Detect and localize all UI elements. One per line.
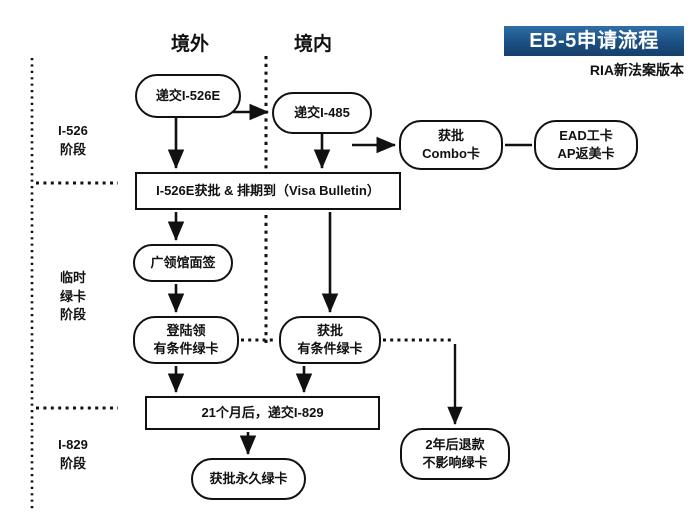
stage-label-temp-line1: 临时 bbox=[59, 269, 86, 285]
stage-label-i526-line1: I-526 bbox=[58, 123, 88, 139]
node-approved-cgc-line1: 获批 bbox=[316, 323, 343, 339]
node-approved-combo-card[interactable]: 获批 Combo卡 bbox=[399, 120, 503, 170]
stage-label-temp-line3: 阶段 bbox=[59, 307, 86, 323]
node-submit-i526e-line1: 递交I-526E bbox=[155, 88, 221, 104]
node-ead-ap-line1: EAD工卡 bbox=[559, 128, 613, 144]
node-land-cgc-line1: 登陆领 bbox=[166, 323, 206, 339]
stage-label-i526-line2: 阶段 bbox=[59, 142, 86, 157]
stage-label-temp-line2: 绿卡 bbox=[59, 288, 86, 304]
column-header-domestic: 境内 bbox=[293, 33, 332, 55]
node-refund-line1: 2年后退款 bbox=[425, 437, 485, 453]
node-land-cgc-line2: 有条件绿卡 bbox=[153, 341, 219, 356]
stage-label-i829: I-829 阶段 bbox=[38, 432, 108, 478]
header-subtitle: RIA新法案版本 bbox=[589, 62, 684, 78]
node-21-months-line1: 21个月后，递交I-829 bbox=[201, 405, 324, 421]
node-ead-ap-line2: AP返美卡 bbox=[557, 146, 615, 161]
node-approved-permanent-green-card[interactable]: 获批永久绿卡 bbox=[191, 458, 306, 500]
node-ead-ap-card[interactable]: EAD工卡 AP返美卡 bbox=[534, 120, 638, 170]
column-header-overseas: 境外 bbox=[170, 33, 209, 55]
page-title: EB-5申请流程 bbox=[529, 30, 659, 52]
node-approved-conditional-green-card[interactable]: 获批 有条件绿卡 bbox=[279, 316, 381, 364]
header-badge: EB-5申请流程 bbox=[504, 26, 684, 56]
node-refund-after-two-years[interactable]: 2年后退款 不影响绿卡 bbox=[400, 428, 510, 480]
node-approved-cgc-line2: 有条件绿卡 bbox=[297, 341, 363, 356]
stage-label-temporary-gc: 临时 绿卡 阶段 bbox=[38, 262, 108, 332]
stage-label-i829-line2: 阶段 bbox=[59, 456, 86, 471]
node-submit-i485-line1: 递交I-485 bbox=[294, 105, 350, 121]
node-approved-combo-line1: 获批 bbox=[437, 128, 464, 144]
stage-label-i526: I-526 阶段 bbox=[38, 118, 108, 164]
stage-label-i829-line1: I-829 bbox=[58, 437, 88, 453]
node-i526e-approved-line1: I-526E获批 & 排期到（Visa Bulletin） bbox=[156, 183, 380, 199]
node-land-conditional-green-card[interactable]: 登陆领 有条件绿卡 bbox=[133, 316, 239, 364]
node-submit-i526e[interactable]: 递交I-526E bbox=[135, 74, 241, 118]
node-perm-gc-line1: 获批永久绿卡 bbox=[209, 471, 288, 487]
node-i526e-approved-visa-bulletin[interactable]: I-526E获批 & 排期到（Visa Bulletin） bbox=[135, 172, 401, 210]
node-approved-combo-line2: Combo卡 bbox=[422, 146, 480, 161]
node-21-months-submit-i829[interactable]: 21个月后，递交I-829 bbox=[145, 396, 380, 430]
node-refund-line2: 不影响绿卡 bbox=[422, 455, 488, 470]
node-consulate-line1: 广领馆面签 bbox=[150, 255, 216, 271]
node-consulate-interview[interactable]: 广领馆面签 bbox=[133, 244, 233, 282]
node-submit-i485[interactable]: 递交I-485 bbox=[272, 92, 372, 134]
